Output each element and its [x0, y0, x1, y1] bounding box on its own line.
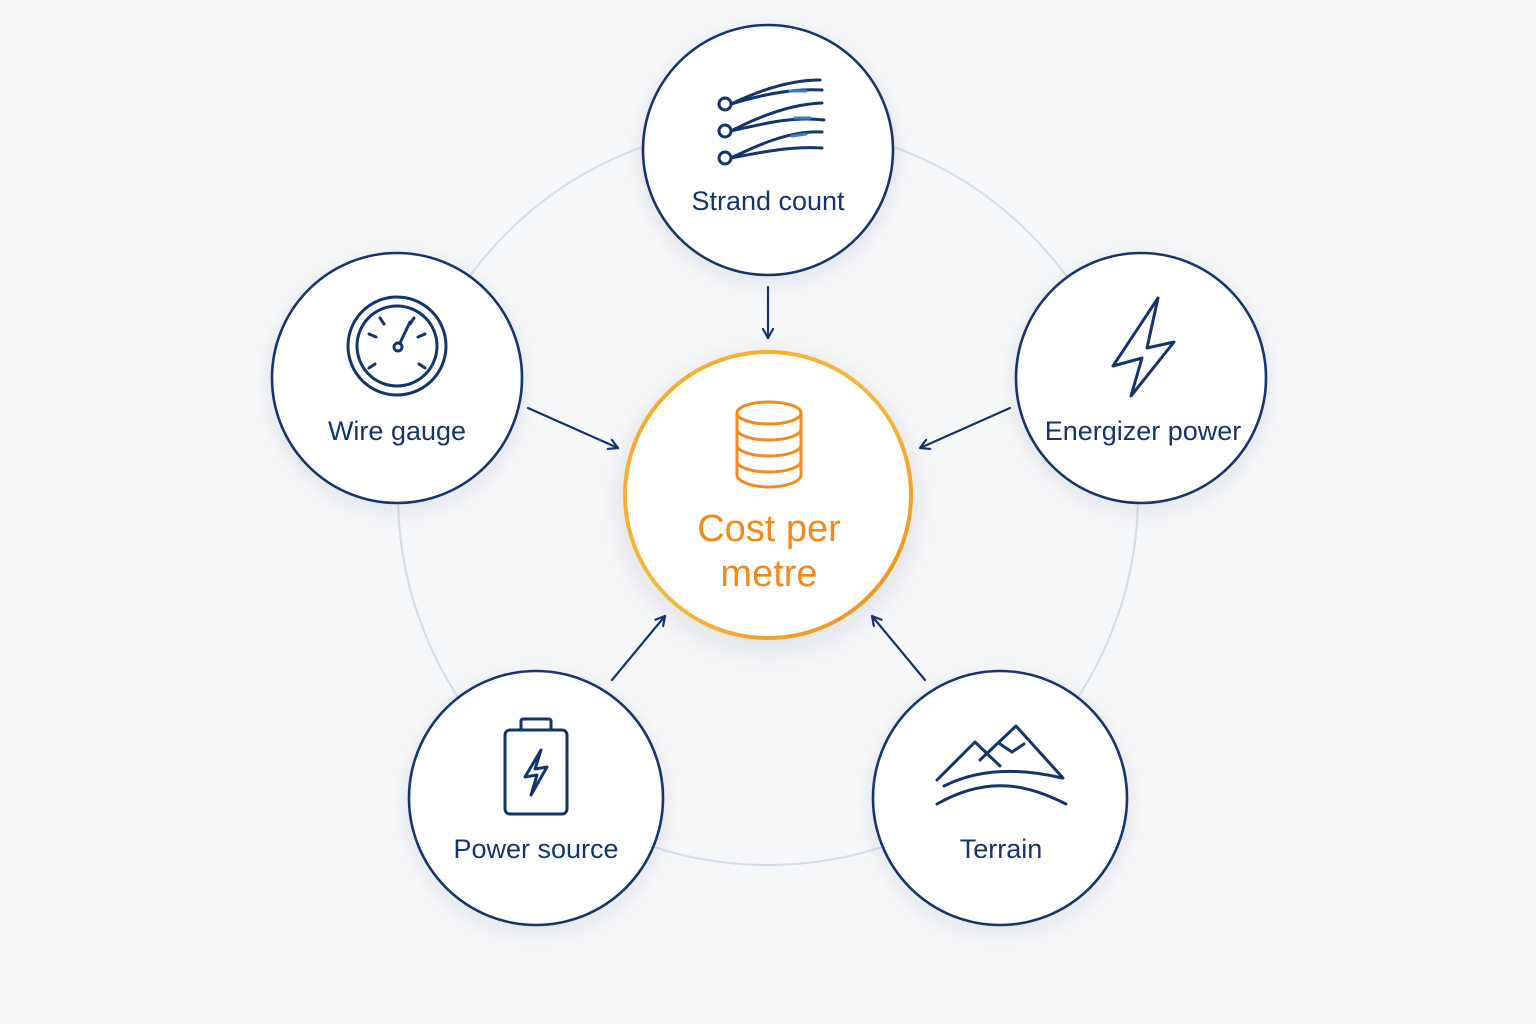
coin-stack-icon	[735, 400, 803, 489]
node-strand-count: Strand count	[641, 23, 895, 277]
lightning-bolt-icon	[1111, 296, 1176, 398]
arrow-wire-gauge	[526, 406, 620, 448]
center-label-line1: Cost per	[697, 508, 841, 550]
node-energizer-power: Energizer power	[1014, 251, 1268, 505]
center-node-cost-per-metre: Cost per metre	[623, 350, 913, 640]
battery-icon	[503, 717, 569, 816]
arrow-power-source	[610, 614, 667, 682]
mountains-icon	[935, 724, 1068, 806]
arrow-energizer-power	[918, 406, 1012, 448]
terrain-label: Terrain	[960, 834, 1043, 864]
node-power-source: Power source	[407, 669, 665, 927]
arrow-terrain	[870, 614, 927, 682]
wire-gauge-label: Wire gauge	[328, 416, 466, 446]
power-source-label: Power source	[453, 834, 618, 864]
wire-strands-icon	[717, 78, 826, 166]
strand-count-label: Strand count	[691, 186, 845, 216]
node-terrain: Terrain	[871, 669, 1129, 927]
gauge-icon	[346, 295, 448, 397]
center-label-line2: metre	[720, 553, 817, 595]
node-wire-gauge: Wire gauge	[270, 251, 524, 505]
center-circle	[623, 350, 913, 640]
energizer-power-label: Energizer power	[1045, 416, 1242, 446]
